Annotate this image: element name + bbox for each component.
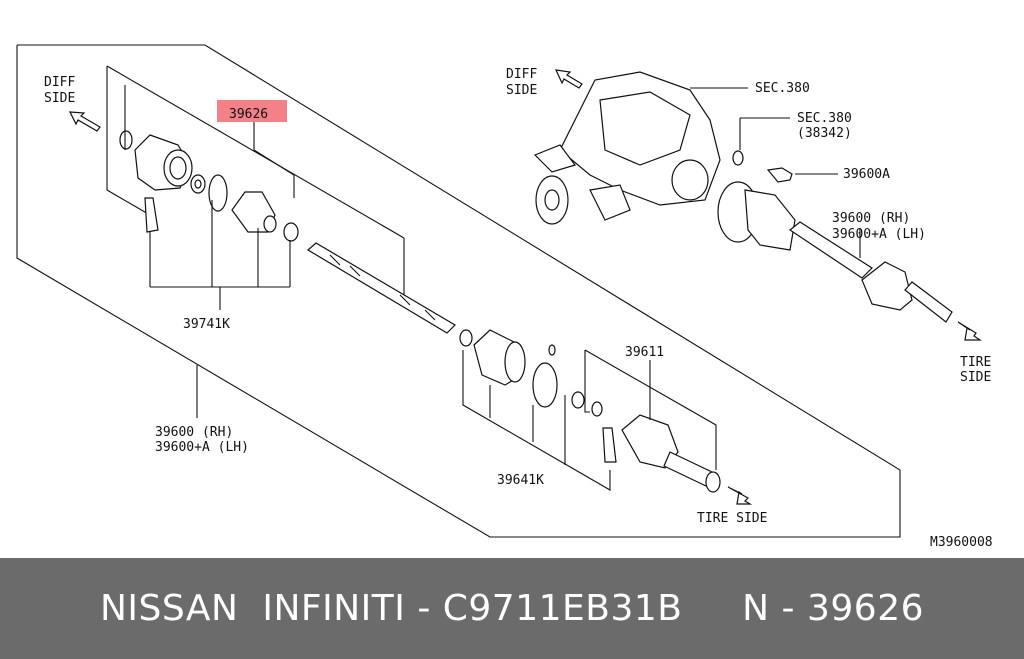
callout-bracket-39641k [462,350,611,491]
circlip-outer [548,344,603,417]
diagram-code: M3960008 [930,535,993,550]
differential-housing [533,71,721,225]
callout-bracket-39611 [584,349,717,470]
label-sec380-b[interactable]: SEC.380 [797,111,852,126]
label-39741k[interactable]: 39741K [183,317,230,332]
grease-tube-right [602,427,617,463]
assembled-drive-shaft [717,181,953,323]
boot-band-outer-large [532,362,558,408]
joint-housing-inner [134,134,193,191]
label-sec380-b-sub: (38342) [797,126,852,141]
label-diff-side-right-1: DIFF [506,67,537,82]
label-39600-lh-left[interactable]: 39600+A (LH) [155,440,249,455]
footer-banner: NISSAN INFINITI - C9711EB31B N - 39626 [0,558,1024,659]
arrow-icon [727,486,753,505]
label-diff-side-right-2: SIDE [506,83,537,98]
label-tire-side-right-1: TIRE [960,355,991,370]
arrow-icon [957,321,982,341]
bolt [766,167,793,183]
bracket-line [106,65,405,239]
boot-band-small [208,174,228,212]
snap-ring-left [119,130,133,150]
boot-outer [473,329,526,386]
boot-band-ring [283,222,299,242]
label-tire-side-bottom: TIRE SIDE [697,511,767,526]
outer-joint-housing [621,414,721,493]
boot-band-outer-small [459,329,473,347]
label-39600-rh-right[interactable]: 39600 (RH) [832,211,910,226]
leader [584,350,590,413]
arrow-icon [554,69,583,89]
bearing-ring [190,174,206,194]
label-39600-rh-left[interactable]: 39600 (RH) [155,425,233,440]
boot-inner [231,191,277,233]
assembly-frame [16,44,901,538]
drive-shaft [306,242,456,334]
boot-kit-bracket-outer [106,66,151,287]
label-39600-lh-right[interactable]: 39600+A (LH) [832,227,926,242]
label-39600a[interactable]: 39600A [843,167,890,182]
arrow-icon [68,111,101,132]
label-39611[interactable]: 39611 [625,345,664,360]
oil-seal [732,150,744,166]
parts-diagram: 39626 DIFF SIDE 39741K [16,44,993,550]
part-number-caption: NISSAN INFINITI - C9711EB31B N - 39626 [99,588,924,629]
label-diff-side-left-1: DIFF [44,75,75,90]
exploded-view-drawing: 39626 DIFF SIDE 39741K [16,44,993,550]
label-39641k[interactable]: 39641K [497,473,544,488]
grease-tube-left [144,197,159,233]
label-39626[interactable]: 39626 [229,107,268,122]
label-diff-side-left-2: SIDE [44,91,75,106]
leader-39626 [253,122,295,198]
highlight-39626 [217,100,287,122]
label-sec380[interactable]: SEC.380 [755,81,810,96]
label-tire-side-right-2: SIDE [960,370,991,385]
